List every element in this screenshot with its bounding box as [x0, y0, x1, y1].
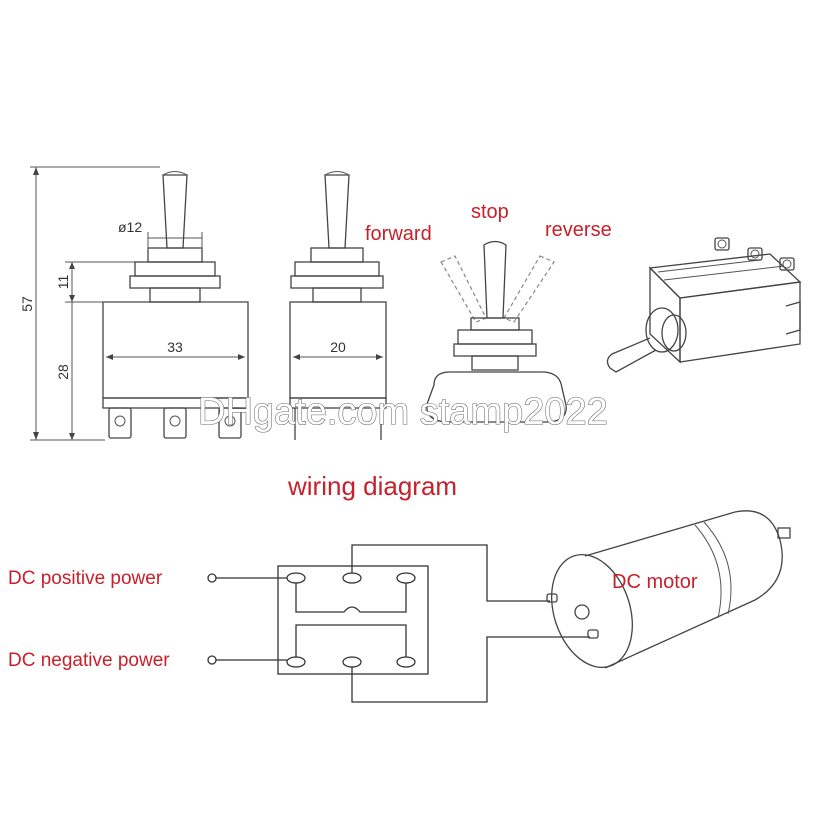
- motor-wire-bottom: [351, 636, 590, 703]
- bushing: [147, 247, 203, 263]
- neck: [149, 287, 201, 303]
- terminal: [163, 407, 187, 439]
- terminal-screw: [224, 415, 236, 427]
- motor-band: [694, 524, 722, 619]
- nut-bottom: [290, 275, 384, 289]
- terminal-screw: [169, 415, 181, 427]
- body-edge: [657, 259, 785, 281]
- label-motor: DC motor: [612, 571, 698, 593]
- switch-outline: [277, 565, 429, 675]
- wiring-diagram: [207, 544, 590, 703]
- motor-center-hub: [574, 604, 590, 620]
- motor-band: [703, 521, 732, 615]
- dim-body-height: 28: [55, 364, 71, 380]
- positive-terminal-dot: [207, 573, 217, 583]
- position-view-switch: [426, 240, 567, 423]
- body: [426, 371, 567, 423]
- lever-tip: [324, 171, 350, 176]
- label-stop: stop: [471, 201, 509, 223]
- dim-total-height: 57: [19, 296, 35, 312]
- dim-arrows: [69, 433, 75, 440]
- motor-body: [584, 510, 783, 669]
- dim-upper-height: 11: [55, 275, 71, 290]
- nut-bottom: [129, 275, 221, 289]
- nut-top: [457, 329, 533, 345]
- label-reverse: reverse: [545, 219, 612, 241]
- lever: [324, 174, 350, 249]
- terminal-pin: [286, 572, 306, 584]
- lever-tip: [162, 171, 188, 176]
- dim-side-width: 20: [330, 339, 346, 355]
- isometric-switch: [606, 237, 802, 373]
- negative-terminal-dot: [207, 655, 217, 665]
- terminal-screw: [782, 259, 792, 269]
- nut-bottom: [453, 343, 537, 357]
- terminal: [218, 407, 242, 439]
- lever: [606, 337, 657, 373]
- neck: [471, 355, 519, 371]
- motor-end-cap: [551, 553, 633, 669]
- terminal-row-bottom: [286, 656, 416, 668]
- body-right: [679, 281, 801, 363]
- body-left: [649, 266, 681, 364]
- dim-diameter: ø12: [118, 219, 142, 235]
- terminal-pin: [396, 656, 416, 668]
- side-terminal: [785, 301, 801, 335]
- dc-motor: [546, 510, 791, 669]
- terminal: [779, 257, 795, 271]
- bushing-nut: [661, 314, 687, 352]
- watermark: DHgate.com stamp2022: [198, 391, 608, 433]
- motor-terminal: [587, 629, 599, 639]
- terminal-pin: [342, 572, 362, 584]
- lever: [162, 174, 188, 249]
- front-dimensions: 57 11 28 ø12 33: [19, 166, 245, 441]
- terminal: [747, 247, 763, 261]
- lever-stop: [483, 240, 507, 319]
- terminal-pin: [286, 656, 306, 668]
- dim-front-width: 33: [167, 339, 183, 355]
- lever-reverse-ghost: [503, 255, 555, 323]
- motor-wire-top: [351, 544, 550, 602]
- terminal-screw: [717, 239, 727, 249]
- bushing: [310, 247, 364, 263]
- side-view-switch: 20: [289, 171, 387, 440]
- terminal: [714, 237, 730, 251]
- lever-forward-ghost: [440, 255, 487, 323]
- terminal: [108, 407, 132, 439]
- neck: [312, 287, 362, 303]
- terminal-pin: [342, 656, 362, 668]
- nut-top: [294, 261, 380, 277]
- bushing-nut: [645, 307, 679, 353]
- motor-terminal: [546, 593, 558, 603]
- motor-shaft: [777, 527, 791, 539]
- wiring-title: wiring diagram: [287, 471, 457, 501]
- terminal-screw: [114, 415, 126, 427]
- bushing: [470, 317, 520, 331]
- label-negative: DC negative power: [8, 650, 170, 671]
- label-positive: DC positive power: [8, 568, 163, 589]
- base: [289, 397, 387, 409]
- label-forward: forward: [365, 223, 432, 245]
- terminal-row-top: [286, 572, 416, 584]
- terminal-pin: [396, 572, 416, 584]
- nut-top: [134, 261, 216, 277]
- terminal-screw: [750, 249, 760, 259]
- cross-wire-lower: [295, 624, 407, 657]
- front-view-switch: [102, 171, 249, 439]
- cross-wire-upper: [295, 583, 407, 613]
